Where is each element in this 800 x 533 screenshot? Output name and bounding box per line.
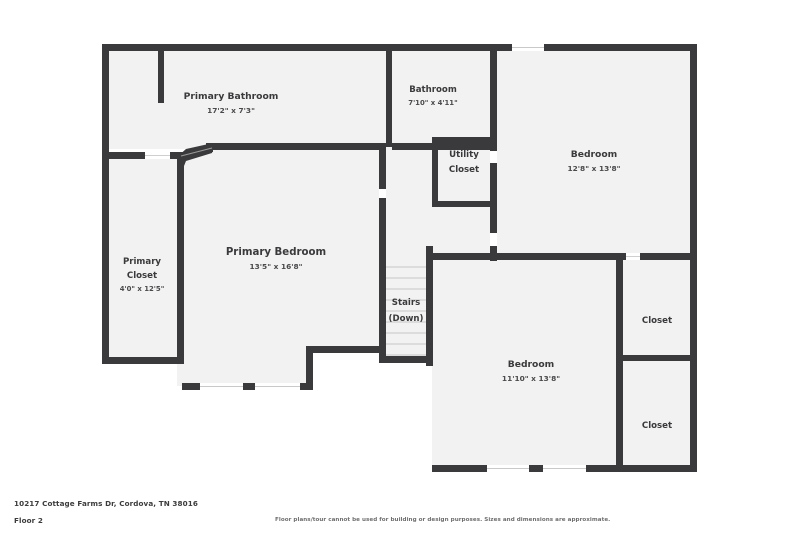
room-dim-bathroom: 7'10" x 4'11"	[408, 99, 457, 107]
footer-floor-label: Floor 2	[14, 516, 43, 525]
room-label-utility-closet-line1: Utility	[449, 150, 479, 160]
room-label-primary-bathroom: Primary Bathroom	[184, 91, 279, 102]
room-label-primary-closet-line1: Primary	[123, 257, 161, 267]
room-dim-primary-closet: 4'0" x 12'5"	[120, 285, 165, 293]
room-dim-primary-bedroom: 13'5" x 16'8"	[250, 262, 303, 271]
room-label-closet-lower: Closet	[642, 421, 672, 431]
room-dim-primary-bathroom: 17'2" x 7'3"	[207, 106, 255, 115]
room-label-bedroom-upper: Bedroom	[571, 149, 618, 160]
room-label-bedroom-lower: Bedroom	[508, 359, 555, 370]
room-label-utility-closet-line2: Closet	[449, 165, 479, 175]
room-label-stairs-line1: Stairs	[392, 298, 420, 308]
room-labels: Primary Bathroom 17'2" x 7'3" Bathroom 7…	[120, 85, 672, 431]
windows	[145, 44, 640, 472]
room-label-primary-bedroom: Primary Bedroom	[226, 247, 326, 258]
room-label-bathroom: Bathroom	[409, 85, 457, 95]
doors	[180, 147, 213, 157]
footer-address: 10217 Cottage Farms Dr, Cordova, TN 3801…	[14, 499, 198, 508]
footer-disclaimer: Floor plans/tour cannot be used for buil…	[275, 517, 611, 523]
room-dim-bedroom-upper: 12'8" x 13'8"	[568, 164, 621, 173]
stair-treads	[386, 266, 426, 356]
room-label-stairs-line2: (Down)	[389, 314, 424, 324]
room-label-primary-closet-line2: Closet	[127, 271, 157, 281]
room-label-closet-upper: Closet	[642, 316, 672, 326]
room-dim-bedroom-lower: 11'10" x 13'8"	[502, 374, 560, 383]
